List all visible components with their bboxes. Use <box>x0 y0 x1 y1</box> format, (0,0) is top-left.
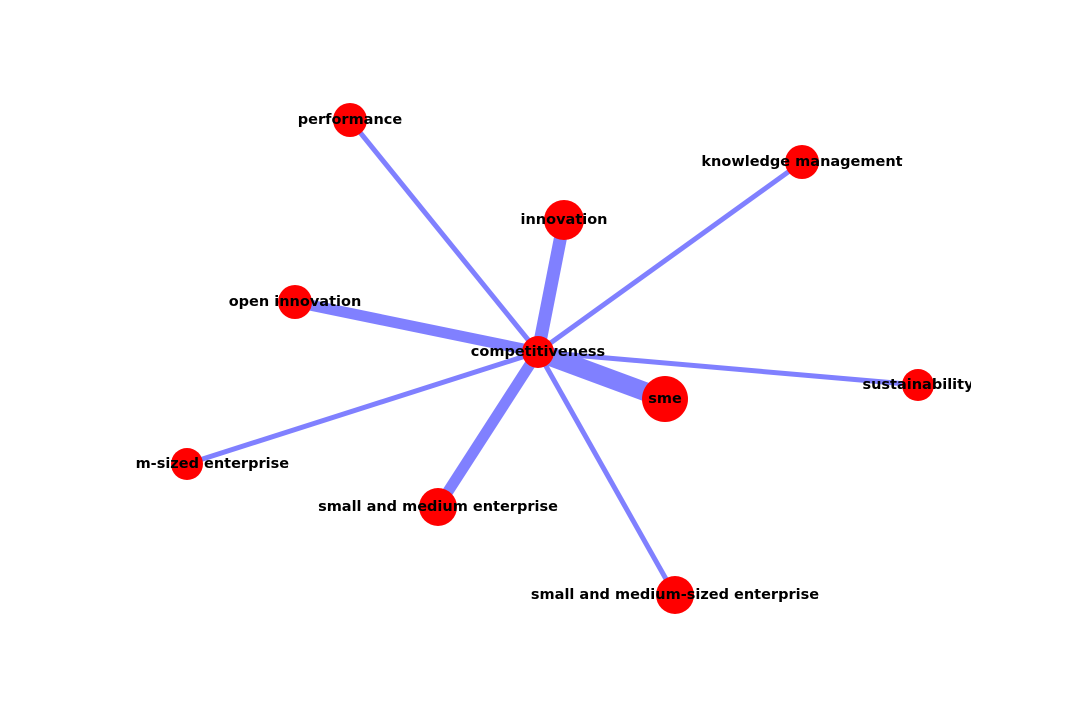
node-label-innovation: innovation <box>521 212 608 228</box>
node-open-innovation <box>278 285 312 319</box>
node-label-knowledge-management: knowledge management <box>701 154 902 170</box>
node-label-sme: sme <box>648 391 682 407</box>
edge-competitiveness-performance <box>348 118 540 354</box>
node-small-and-medium-enterprise <box>419 488 457 526</box>
labels-layer: competitiveness performance knowledge mana… <box>85 112 974 603</box>
node-sme <box>642 376 688 422</box>
node-label-performance: performance <box>298 112 403 128</box>
node-sustainability <box>902 369 934 401</box>
edge-competitiveness-open-innovation <box>293 296 540 358</box>
node-performance <box>333 103 367 137</box>
node-small-and-medium-sized-enterprise <box>656 576 694 614</box>
edge-competitiveness-small-and-medium-enterprise <box>433 349 543 510</box>
node-label-sustainability: sustainability <box>862 377 974 393</box>
node-label-medium-sized-enterprise: medium-sized enterprise <box>85 456 289 472</box>
edge-competitiveness-medium-sized-enterprise <box>186 349 539 467</box>
node-label-competitiveness: competitiveness <box>471 344 605 360</box>
edge-competitiveness-innovation <box>531 218 571 354</box>
edge-competitiveness-small-and-medium-sized-enterprise <box>535 350 678 597</box>
edges-layer <box>186 118 919 597</box>
node-innovation <box>544 200 584 240</box>
node-competitiveness <box>522 336 554 368</box>
node-knowledge-management <box>785 145 819 179</box>
edge-competitiveness-knowledge-management <box>536 159 804 355</box>
nodes-layer <box>171 103 934 614</box>
node-label-open-innovation: open innovation <box>229 294 362 310</box>
node-label-small-and-medium-enterprise: small and medium enterprise <box>318 499 558 515</box>
node-medium-sized-enterprise <box>171 448 203 480</box>
node-label-small-and-medium-sized-enterprise: small and medium-sized enterprise <box>531 587 819 603</box>
edge-competitiveness-sustainability <box>537 349 919 388</box>
